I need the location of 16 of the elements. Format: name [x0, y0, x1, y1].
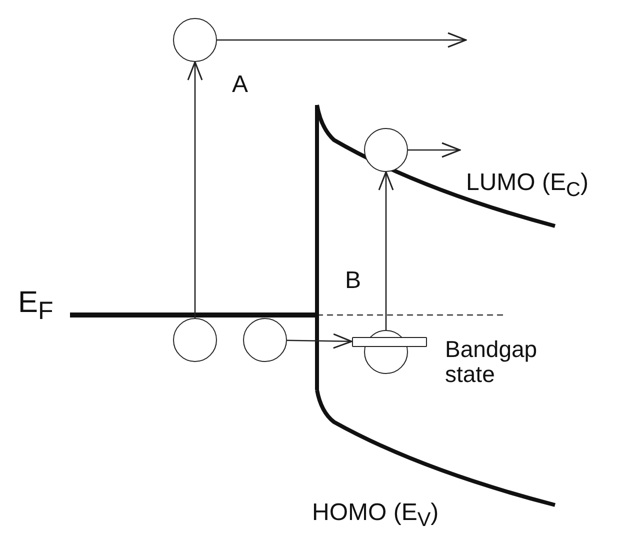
- arrow: [378, 171, 394, 330]
- electron-circle: [364, 128, 408, 172]
- energy-level-label: E$_{F}$: [18, 286, 54, 326]
- energy-level-label: HOMO (E$_{V}$): [312, 500, 439, 531]
- energy-level-label: LUMO (E$_{C}$): [466, 170, 588, 201]
- electron-circle: [243, 318, 287, 362]
- arrow: [217, 32, 467, 48]
- region-label: A: [232, 72, 248, 98]
- electron-circle: [173, 318, 217, 362]
- region-label: B: [345, 268, 362, 294]
- arrow: [408, 142, 461, 158]
- electron-circle: [173, 18, 217, 62]
- arrow: [187, 61, 203, 318]
- state-label: Bandgap state: [445, 337, 538, 388]
- bandgap-state-bar: [352, 337, 426, 347]
- arrow: [286, 333, 352, 349]
